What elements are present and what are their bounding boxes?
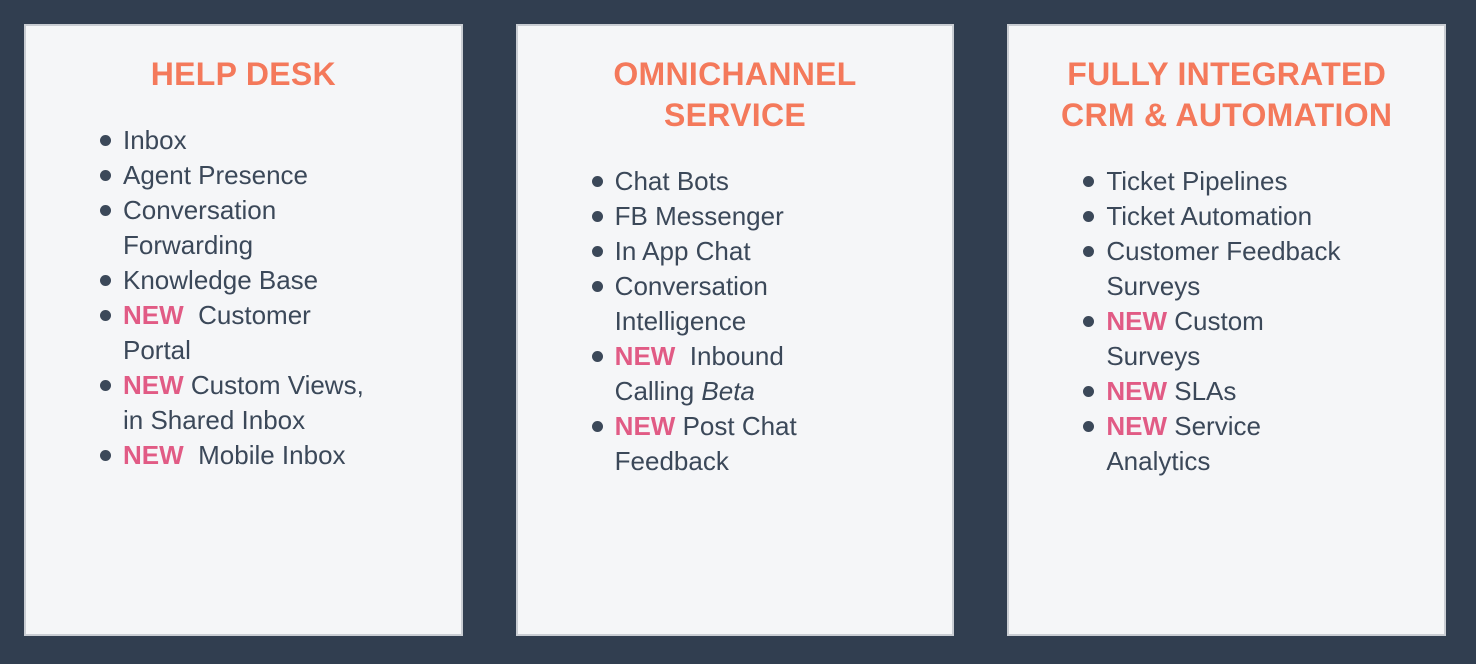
item-text: NEW Inbound Calling Beta — [615, 339, 784, 409]
bullet-icon — [1083, 246, 1095, 257]
item-text-segment: Custom Views, in Shared Inbox — [123, 370, 364, 435]
bullet-icon — [1083, 421, 1095, 432]
list-item: Conversation Forwarding — [100, 193, 433, 263]
item-text-segment: Conversation Forwarding — [123, 195, 277, 260]
item-text: Agent Presence — [123, 158, 308, 193]
bullet-icon — [1083, 316, 1095, 327]
list-item: NEW Mobile Inbox — [100, 438, 433, 473]
item-text: NEW Service Analytics — [1106, 409, 1261, 479]
list-item: Ticket Automation — [1083, 199, 1416, 234]
list-item: NEW Inbound Calling Beta — [591, 339, 925, 409]
list-item: Customer Feedback Surveys — [1083, 234, 1416, 304]
item-text: Conversation Intelligence — [615, 269, 768, 339]
item-text: NEW Custom Views, in Shared Inbox — [123, 368, 364, 438]
item-text-segment: SLAs — [1167, 376, 1237, 406]
feature-list: Inbox Agent Presence Conversation Forwar… — [54, 123, 433, 473]
item-text: Inbox — [123, 123, 187, 158]
list-item: NEW Custom Surveys — [1083, 304, 1416, 374]
new-badge: NEW — [1106, 411, 1168, 441]
bullet-icon — [100, 380, 111, 391]
item-text-segment: Knowledge Base — [123, 265, 319, 295]
item-text-segment: Inbound Calling — [614, 341, 784, 406]
item-text-segment: Customer Feedback Surveys — [1106, 236, 1341, 301]
item-text-segment: Custom Surveys — [1106, 306, 1264, 371]
new-badge: NEW — [614, 411, 676, 441]
list-item: Knowledge Base — [100, 263, 433, 298]
bullet-icon — [100, 275, 111, 286]
item-text: NEW Customer Portal — [123, 298, 311, 368]
card-title: FULLY INTEGRATED CRM & AUTOMATION — [1061, 56, 1393, 133]
item-text-segment: Ticket Automation — [1106, 201, 1313, 231]
new-badge: NEW — [1106, 376, 1168, 406]
bullet-icon — [1083, 211, 1095, 222]
new-badge: NEW — [123, 370, 184, 400]
list-item: NEW Post Chat Feedback — [591, 409, 925, 479]
item-text: Customer Feedback Surveys — [1106, 234, 1340, 304]
feature-card-crm-automation: FULLY INTEGRATED CRM & AUTOMATION Ticket… — [1007, 24, 1447, 636]
item-text: NEW Custom Surveys — [1106, 304, 1263, 374]
card-title: OMNICHANNEL SERVICE — [613, 56, 857, 133]
list-item: Agent Presence — [100, 158, 433, 193]
item-text-italic: Beta — [701, 376, 755, 406]
item-text: Conversation Forwarding — [123, 193, 276, 263]
list-item: NEW SLAs — [1083, 374, 1416, 409]
item-text-segment: Chat Bots — [614, 166, 729, 196]
item-text: NEW Post Chat Feedback — [615, 409, 797, 479]
item-text-segment: Inbox — [123, 125, 187, 155]
feature-card-help-desk: HELP DESK Inbox Agent Presence Conversat… — [24, 24, 463, 636]
new-badge: NEW — [1106, 306, 1168, 336]
item-text: In App Chat — [615, 234, 751, 269]
bullet-icon — [1083, 176, 1095, 187]
item-text: FB Messenger — [615, 199, 784, 234]
new-badge: NEW — [123, 440, 184, 470]
bullet-icon — [591, 246, 603, 257]
list-item: In App Chat — [591, 234, 925, 269]
feature-list: Ticket Pipelines Ticket Automation Custo… — [1037, 164, 1416, 479]
item-text: Chat Bots — [615, 164, 729, 199]
list-item: Inbox — [100, 123, 433, 158]
item-text-segment: Customer Portal — [123, 300, 311, 365]
card-title: HELP DESK — [150, 56, 336, 92]
item-text-segment: Conversation Intelligence — [614, 271, 768, 336]
list-item: Chat Bots — [591, 164, 925, 199]
new-badge: NEW — [123, 300, 184, 330]
list-item: Ticket Pipelines — [1083, 164, 1416, 199]
item-text: Ticket Pipelines — [1106, 164, 1287, 199]
list-item: NEW Custom Views, in Shared Inbox — [100, 368, 433, 438]
bullet-icon — [100, 310, 111, 321]
item-text-segment: Ticket Pipelines — [1106, 166, 1288, 196]
item-text: Ticket Automation — [1106, 199, 1312, 234]
item-text: NEW SLAs — [1106, 374, 1236, 409]
bullet-icon — [100, 170, 111, 181]
list-item: FB Messenger — [591, 199, 925, 234]
bullet-icon — [591, 176, 603, 187]
list-item: NEW Service Analytics — [1083, 409, 1416, 479]
item-text-segment: Post Chat Feedback — [614, 411, 797, 476]
bullet-icon — [1083, 386, 1095, 397]
bullet-icon — [100, 450, 111, 461]
item-text: Knowledge Base — [123, 263, 318, 298]
item-text-segment: Mobile Inbox — [183, 440, 346, 470]
new-badge: NEW — [614, 341, 676, 371]
bullet-icon — [100, 205, 111, 216]
item-text-segment: Agent Presence — [123, 160, 309, 190]
bullet-icon — [591, 421, 603, 432]
list-item: NEW Customer Portal — [100, 298, 433, 368]
item-text-segment: FB Messenger — [614, 201, 784, 231]
bullet-icon — [591, 211, 603, 222]
bullet-icon — [591, 281, 603, 292]
bullet-icon — [100, 135, 111, 146]
item-text-segment: Service Analytics — [1106, 411, 1261, 476]
bullet-icon — [591, 351, 603, 362]
feature-card-omnichannel-service: OMNICHANNEL SERVICE Chat Bots FB Messeng… — [515, 24, 955, 636]
item-text-segment: In App Chat — [614, 236, 751, 266]
list-item: Conversation Intelligence — [591, 269, 925, 339]
feature-list: Chat Bots FB Messenger In App Chat Conve… — [546, 164, 925, 479]
item-text: NEW Mobile Inbox — [123, 438, 346, 473]
